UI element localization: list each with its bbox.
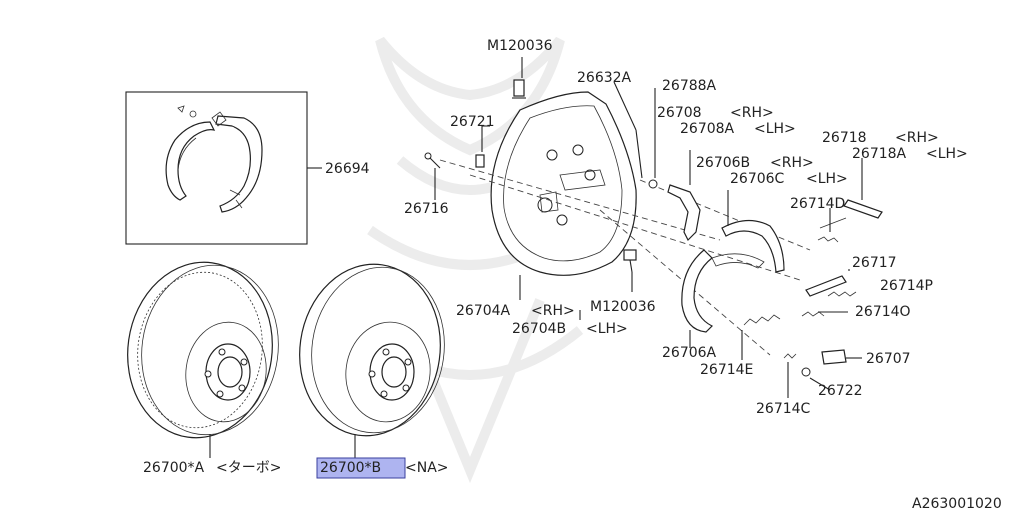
brake-shoe-kit-box	[125, 91, 322, 245]
label-26700a-note: <ターボ>	[216, 460, 281, 476]
label-26708a: 26708A	[680, 121, 735, 137]
spring-26714d	[817, 236, 839, 243]
bolt-m120036-mid	[623, 249, 637, 273]
label-26700b[interactable]: 26700*B	[320, 460, 381, 476]
spring-26714o	[801, 311, 825, 317]
label-26714c: 26714C	[756, 401, 811, 417]
bolt-m120036-top	[512, 79, 526, 99]
label-26718a: 26718A	[852, 146, 907, 162]
brake-shoe-upper	[721, 219, 785, 273]
label-26708: 26708	[657, 105, 702, 121]
backing-plate	[490, 91, 637, 276]
washer-26788a	[648, 179, 658, 189]
label-26716: 26716	[404, 201, 449, 217]
label-26706b-rh: <RH>	[770, 155, 814, 171]
label-26704b-lh: <LH>	[586, 321, 628, 337]
label-26721: 26721	[450, 114, 495, 130]
label-26706a: 26706A	[662, 345, 717, 361]
label-26694: 26694	[325, 161, 370, 177]
label-26706b: 26706B	[696, 155, 750, 171]
rotor-turbo	[127, 261, 279, 439]
bleeder-26707	[821, 349, 847, 365]
label-26706c: 26706C	[730, 171, 785, 187]
label-26700a: 26700*A	[143, 460, 205, 476]
label-26714d: 26714D	[790, 196, 845, 212]
label-26632a: 26632A	[577, 70, 632, 86]
brake-shoe-lower	[681, 249, 765, 333]
adjuster-26718	[819, 199, 883, 229]
bolt-26721	[475, 154, 485, 168]
label-26708a-lh: <LH>	[754, 121, 796, 137]
label-26718: 26718	[822, 130, 867, 146]
label-26704a-rh: <RH>	[531, 303, 575, 319]
label-26718a-lh: <LH>	[926, 146, 968, 162]
label-26714p: 26714P	[880, 278, 933, 294]
label-m120036-top: M120036	[487, 38, 553, 54]
label-26708-rh: <RH>	[730, 105, 774, 121]
label-26704a: 26704A	[456, 303, 511, 319]
label-26714e: 26714E	[700, 362, 753, 378]
highlight-box	[316, 457, 406, 479]
label-26718-rh: <RH>	[895, 130, 939, 146]
washer-26722	[801, 367, 811, 377]
spring-26714p	[827, 291, 857, 297]
rotor-na	[299, 263, 445, 437]
parking-lever	[667, 184, 701, 242]
spring-26714c	[783, 353, 797, 359]
label-26717: 26717	[852, 255, 897, 271]
label-m120036-mid: M120036	[590, 299, 656, 315]
spring-26714e	[743, 314, 781, 326]
label-26700b-note: <NA>	[405, 460, 449, 476]
label-26722: 26722	[818, 383, 863, 399]
pin-26716	[424, 152, 441, 169]
label-26788a: 26788A	[662, 78, 717, 94]
label-26704b: 26704B	[512, 321, 566, 337]
label-26714o: 26714O	[855, 304, 911, 320]
reference-code: A263001020	[912, 496, 1002, 512]
lever-26717	[805, 275, 847, 297]
label-26707: 26707	[866, 351, 911, 367]
label-26706c-lh: <LH>	[806, 171, 848, 187]
